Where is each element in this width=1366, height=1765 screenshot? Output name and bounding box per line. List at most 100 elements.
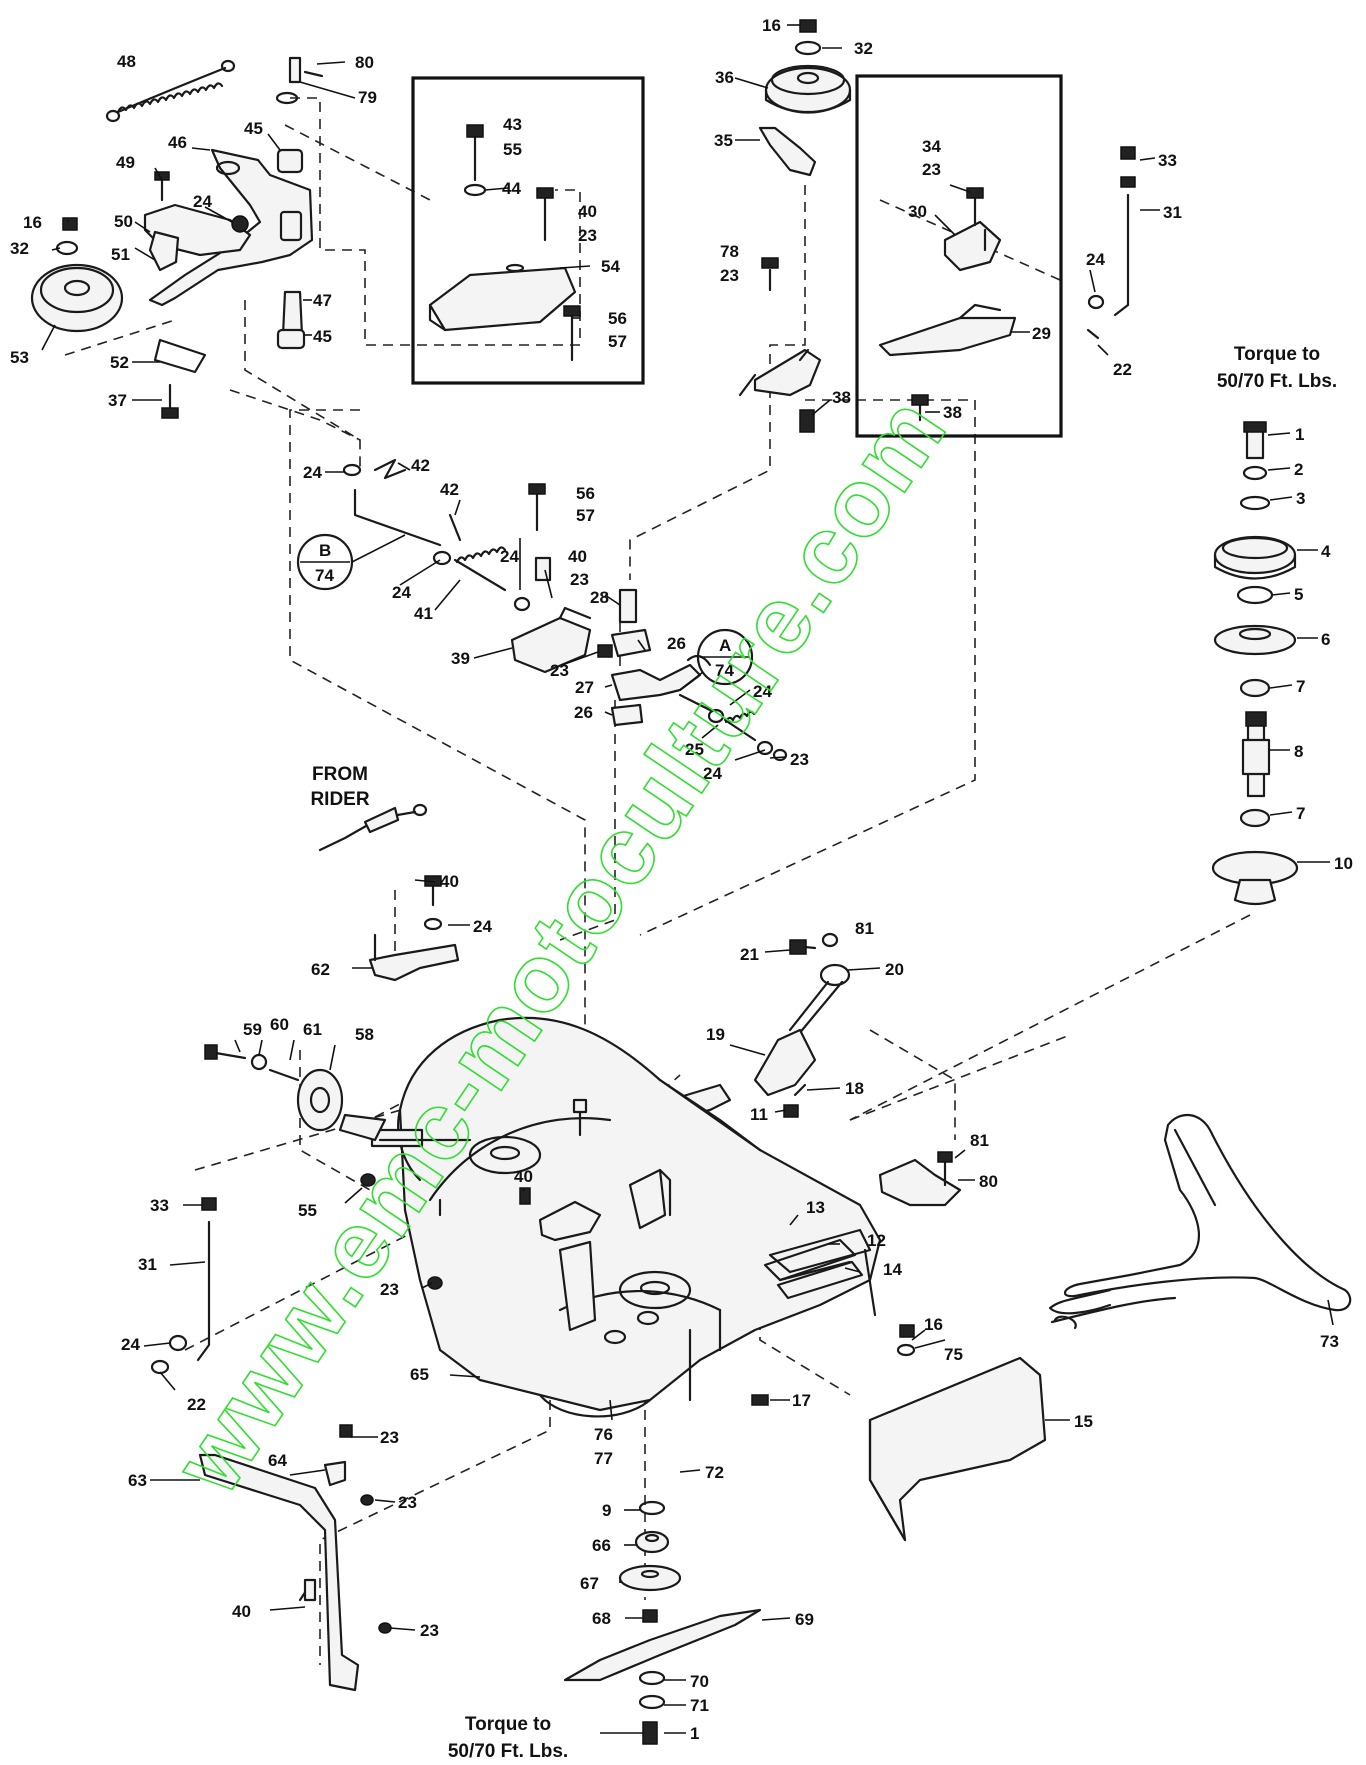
callout: 43 [503,115,522,134]
bracket-54-inset [428,124,581,362]
idler-arm [148,148,314,307]
callout: 40 [578,202,597,221]
rod-31-left [150,1187,531,1375]
callout: 8 [1294,742,1303,761]
callout: 1 [690,1724,699,1743]
callout: 35 [714,131,733,150]
callout: 20 [885,960,904,979]
callout: 36 [715,68,734,87]
callout: 1 [1295,425,1304,444]
callout: 23 [578,226,597,245]
callout: 65 [410,1365,429,1384]
callout: 42 [411,456,430,475]
ref-b-letter: B [319,541,331,560]
callout: 37 [108,391,127,410]
callout: 23 [380,1280,399,1299]
callout: 57 [576,506,595,525]
callout: 57 [608,332,627,351]
rod-31-top [1086,146,1136,340]
callout: 6 [1321,630,1330,649]
callout: 40 [568,547,587,566]
callout: 78 [720,242,739,261]
callout: 39 [451,649,470,668]
spring-48 [116,66,227,114]
callout: 23 [550,661,569,680]
callout: 5 [1294,585,1303,604]
callout: 15 [1074,1412,1093,1431]
callout: 23 [398,1493,417,1512]
callout: 49 [116,153,135,172]
inset-frame-right [855,74,1063,438]
from-rider-label-line2: RIDER [310,789,369,810]
gauge-wheel-58 [204,1044,376,1187]
callout: 51 [111,245,130,264]
torque-note-top-line2: 50/70 Ft. Lbs. [1217,371,1337,392]
callout: 22 [1113,360,1132,379]
link-rod-20 [668,932,851,1118]
callout: 7 [1296,677,1305,696]
torque-note-bottom-line2: 50/70 Ft. Lbs. [448,1741,568,1762]
ref-b-page: 74 [315,566,334,585]
deflector-15 [751,1324,1047,1542]
callout: 58 [355,1025,374,1044]
callout: 11 [750,1105,768,1124]
callout: 38 [943,403,962,422]
callout: 22 [187,1395,206,1414]
callout: 25 [685,740,704,759]
belt-73 [1048,1114,1352,1330]
callout: 64 [268,1451,287,1470]
callout: 2 [1294,460,1303,479]
callout: 68 [592,1609,611,1628]
callout: 31 [1163,203,1182,222]
callout: 50 [114,212,133,231]
pulley-36-assembly [738,19,852,433]
callout: 26 [667,634,686,653]
callout: 59 [243,1020,262,1039]
callout: 24 [473,917,492,936]
callout: 76 [594,1425,613,1444]
callout: 40 [440,872,459,891]
callout: 80 [355,53,374,72]
callout: 45 [313,327,332,346]
ref-circle-a [679,628,754,691]
callout: 32 [10,239,29,258]
leader-lines [41,24,1334,1734]
callout: 32 [854,39,873,58]
callout: 38 [832,388,851,407]
callout: 19 [706,1025,725,1044]
callout: 55 [298,1201,317,1220]
callout: 24 [193,192,212,211]
callout: 60 [270,1015,289,1034]
callout: 27 [575,678,594,697]
callout: 72 [705,1463,724,1482]
callout: 77 [594,1449,613,1468]
inset-frame-left [411,76,645,385]
callout: 63 [128,1471,147,1490]
callout: 24 [303,463,322,482]
callout: 73 [1320,1332,1339,1351]
callout: 16 [762,16,781,35]
callout: 23 [922,160,941,179]
mower-deck [338,1016,882,1418]
callout: 47 [313,291,332,310]
torque-note-bottom-line1: Torque to [465,1714,551,1735]
ref-circle-b [296,533,406,591]
blade-stack [563,1500,762,1745]
callout: 31 [138,1255,157,1274]
callout: 24 [1086,250,1105,269]
ref-a-page: 74 [715,661,734,680]
callout: 40 [514,1167,533,1186]
callout: 23 [380,1428,399,1447]
callout: 46 [168,133,187,152]
callout: 23 [720,266,739,285]
callout: 48 [117,52,136,71]
callout: 24 [121,1335,140,1354]
shield-80 [878,1151,962,1207]
callout: 3 [1296,489,1305,508]
callout: 54 [601,257,620,276]
idler-assembly [30,56,324,419]
callout: 42 [440,480,459,499]
callout: 10 [1334,854,1353,873]
callout: 33 [1158,151,1177,170]
